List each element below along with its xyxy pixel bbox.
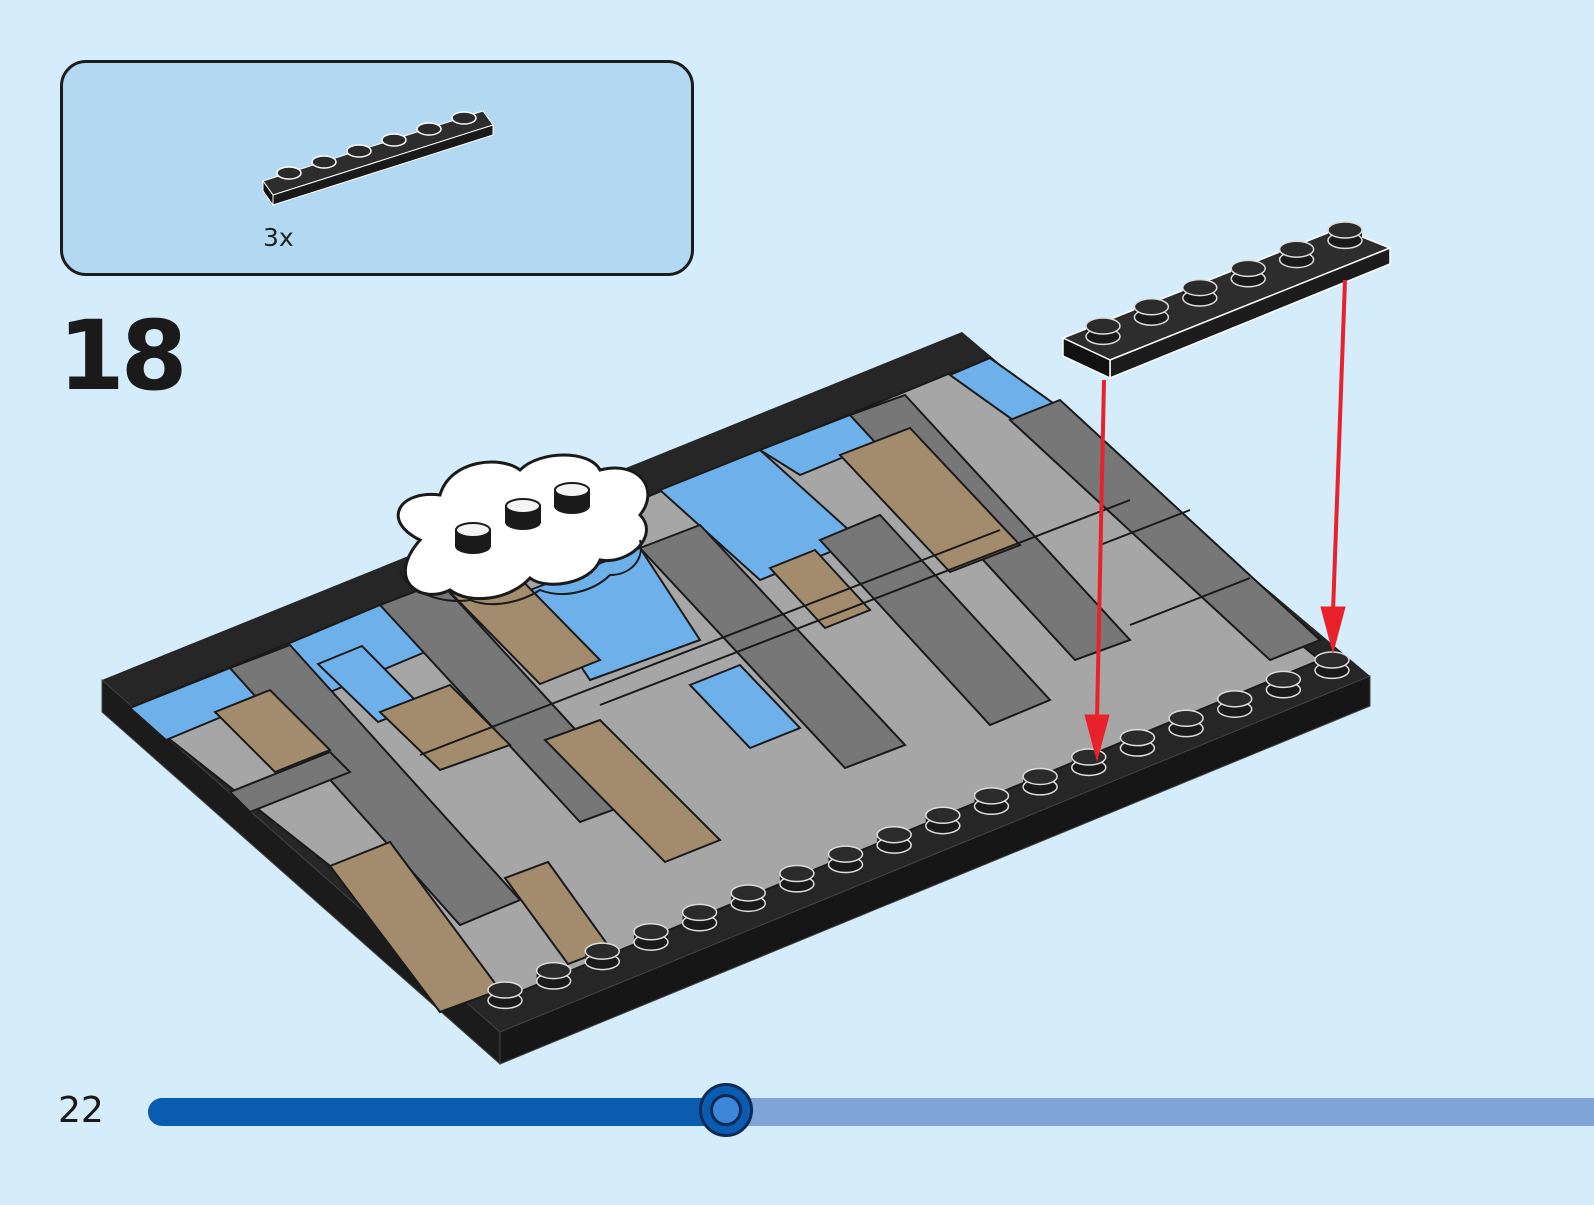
placement-arrows — [1084, 279, 1347, 762]
stud — [827, 845, 864, 874]
cloud-piece — [396, 453, 650, 606]
stud — [584, 942, 621, 971]
stud — [681, 903, 718, 932]
progress-track — [148, 1098, 1594, 1126]
stud — [1265, 670, 1302, 699]
stud — [730, 884, 766, 913]
part-quantity-label: 3x — [263, 223, 294, 252]
stud — [633, 923, 669, 951]
stud — [1278, 240, 1315, 269]
progress-fill — [148, 1098, 727, 1126]
stud — [876, 825, 912, 854]
front-row-studs — [487, 651, 1350, 1010]
plate-1x6-part-icon — [262, 110, 494, 207]
stud — [1133, 298, 1170, 326]
stud — [1216, 690, 1253, 718]
stud — [779, 864, 815, 893]
stud — [535, 961, 572, 990]
stud — [1314, 651, 1350, 680]
stud — [1182, 278, 1218, 307]
floating-plate-1x6 — [1061, 221, 1393, 380]
page-number: 22 — [58, 1090, 104, 1131]
parts-callout-box: 3x — [60, 60, 694, 276]
stud — [1327, 221, 1363, 250]
stud — [973, 787, 1010, 816]
progress-knob[interactable] — [699, 1083, 754, 1137]
stud — [1230, 259, 1266, 288]
base-plate-side-right — [499, 675, 1371, 1065]
step-number: 18 — [58, 300, 188, 412]
stud — [1085, 317, 1121, 346]
stud — [1071, 748, 1107, 777]
stud — [487, 981, 523, 1010]
stud — [1168, 709, 1204, 738]
stud — [1119, 728, 1156, 757]
stud — [1022, 767, 1058, 796]
stud — [925, 806, 961, 835]
